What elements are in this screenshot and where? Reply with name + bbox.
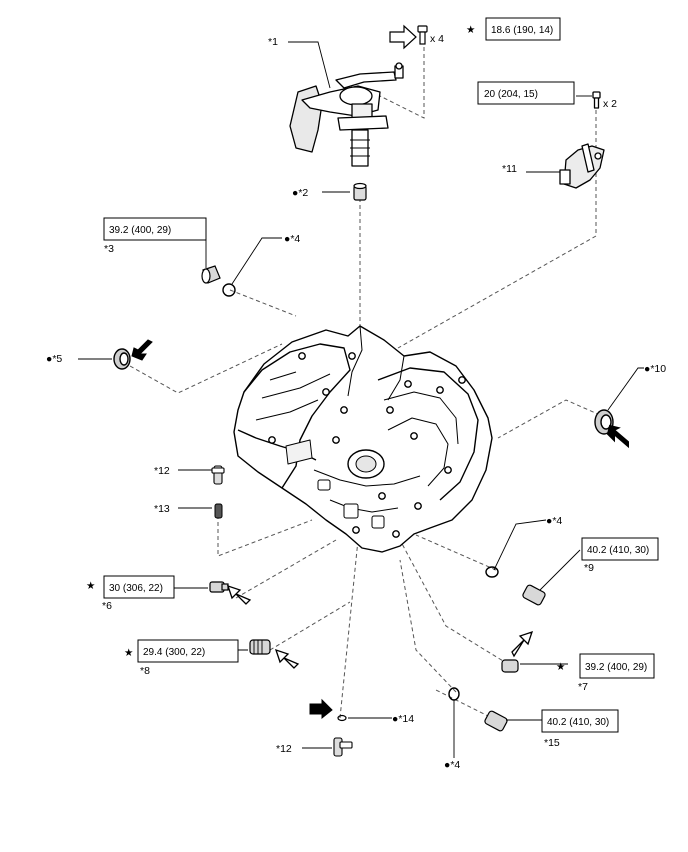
star-marker-8: ★: [124, 647, 134, 659]
part-9-switch: [522, 584, 546, 606]
install-direction-arrow-open-6: [226, 584, 252, 605]
torque-value-8: 29.4 (300, 22): [143, 647, 205, 658]
part-7-switch: [501, 659, 519, 673]
torque-value-1: 18.6 (190, 14): [491, 25, 553, 36]
callout-1: *1: [268, 36, 278, 48]
callout-7: *7: [578, 681, 588, 693]
torque-value-3: 39.2 (400, 29): [109, 225, 171, 236]
part-11-bracket: [559, 91, 605, 189]
torque-value-9: 40.2 (410, 30): [587, 545, 649, 556]
part-13-spring: [214, 503, 223, 519]
labels: 18.6 (190, 14) 20 (204, 15) 39.2 (400, 2…: [46, 24, 666, 771]
callout-13: *13: [154, 503, 170, 515]
part-6-plug: [209, 581, 229, 593]
part-14-o-ring: [337, 714, 347, 722]
callout-8: *8: [140, 665, 150, 677]
install-direction-arrow-open-8: [274, 648, 300, 669]
callout-14: ●*14: [392, 713, 414, 725]
install-direction-arrow-solid-5: [131, 339, 153, 361]
torque-value-11: 20 (204, 15): [484, 89, 538, 100]
install-direction-arrow-solid-10: [606, 424, 629, 449]
part-5-oil-seal: [113, 348, 131, 370]
part-12-pin-lower: [333, 737, 353, 757]
torque-value-7: 39.2 (400, 29): [585, 662, 647, 673]
callout-4-lower: ●*4: [444, 759, 460, 771]
part-15-switch: [484, 710, 508, 732]
callout-9: *9: [584, 562, 594, 574]
torque-value-15: 40.2 (410, 30): [547, 717, 609, 728]
quantity-x2: x 2: [603, 98, 617, 110]
callout-11: *11: [502, 163, 517, 175]
callout-4-right: ●*4: [546, 515, 562, 527]
callout-10: ●*10: [644, 363, 666, 375]
part-12-pin-upper: [211, 465, 225, 485]
torque-value-6: 30 (306, 22): [109, 583, 163, 594]
star-marker-7: ★: [556, 661, 566, 673]
install-direction-arrow-solid-14: [309, 698, 333, 720]
callout-6: *6: [102, 600, 112, 612]
quantity-x4: x 4: [430, 33, 444, 45]
callout-2: ●*2: [292, 187, 308, 199]
callout-12-lower: *12: [276, 743, 292, 755]
transaxle-housing: [233, 325, 493, 553]
part-2-bushing: [353, 182, 367, 201]
install-direction-arrow-open-7: [511, 630, 534, 658]
part-4-gasket-right: [485, 566, 499, 578]
callout-3: *3: [104, 243, 114, 255]
torque-boxes: [103, 17, 659, 733]
star-marker-1: ★: [466, 24, 476, 36]
install-direction-arrow-open: [389, 24, 417, 50]
bolt-x4: [417, 25, 428, 45]
part-1-shift-lever-assembly: [289, 62, 404, 167]
callout-15: *15: [544, 737, 560, 749]
callout-5: ●*5: [46, 353, 62, 365]
callout-12-upper: *12: [154, 465, 170, 477]
part-3-plug: [201, 265, 221, 284]
star-marker-6: ★: [86, 580, 96, 592]
part-4-gasket-upper: [222, 283, 236, 297]
part-8-switch: [249, 639, 271, 655]
callout-4-upper: ●*4: [284, 233, 300, 245]
